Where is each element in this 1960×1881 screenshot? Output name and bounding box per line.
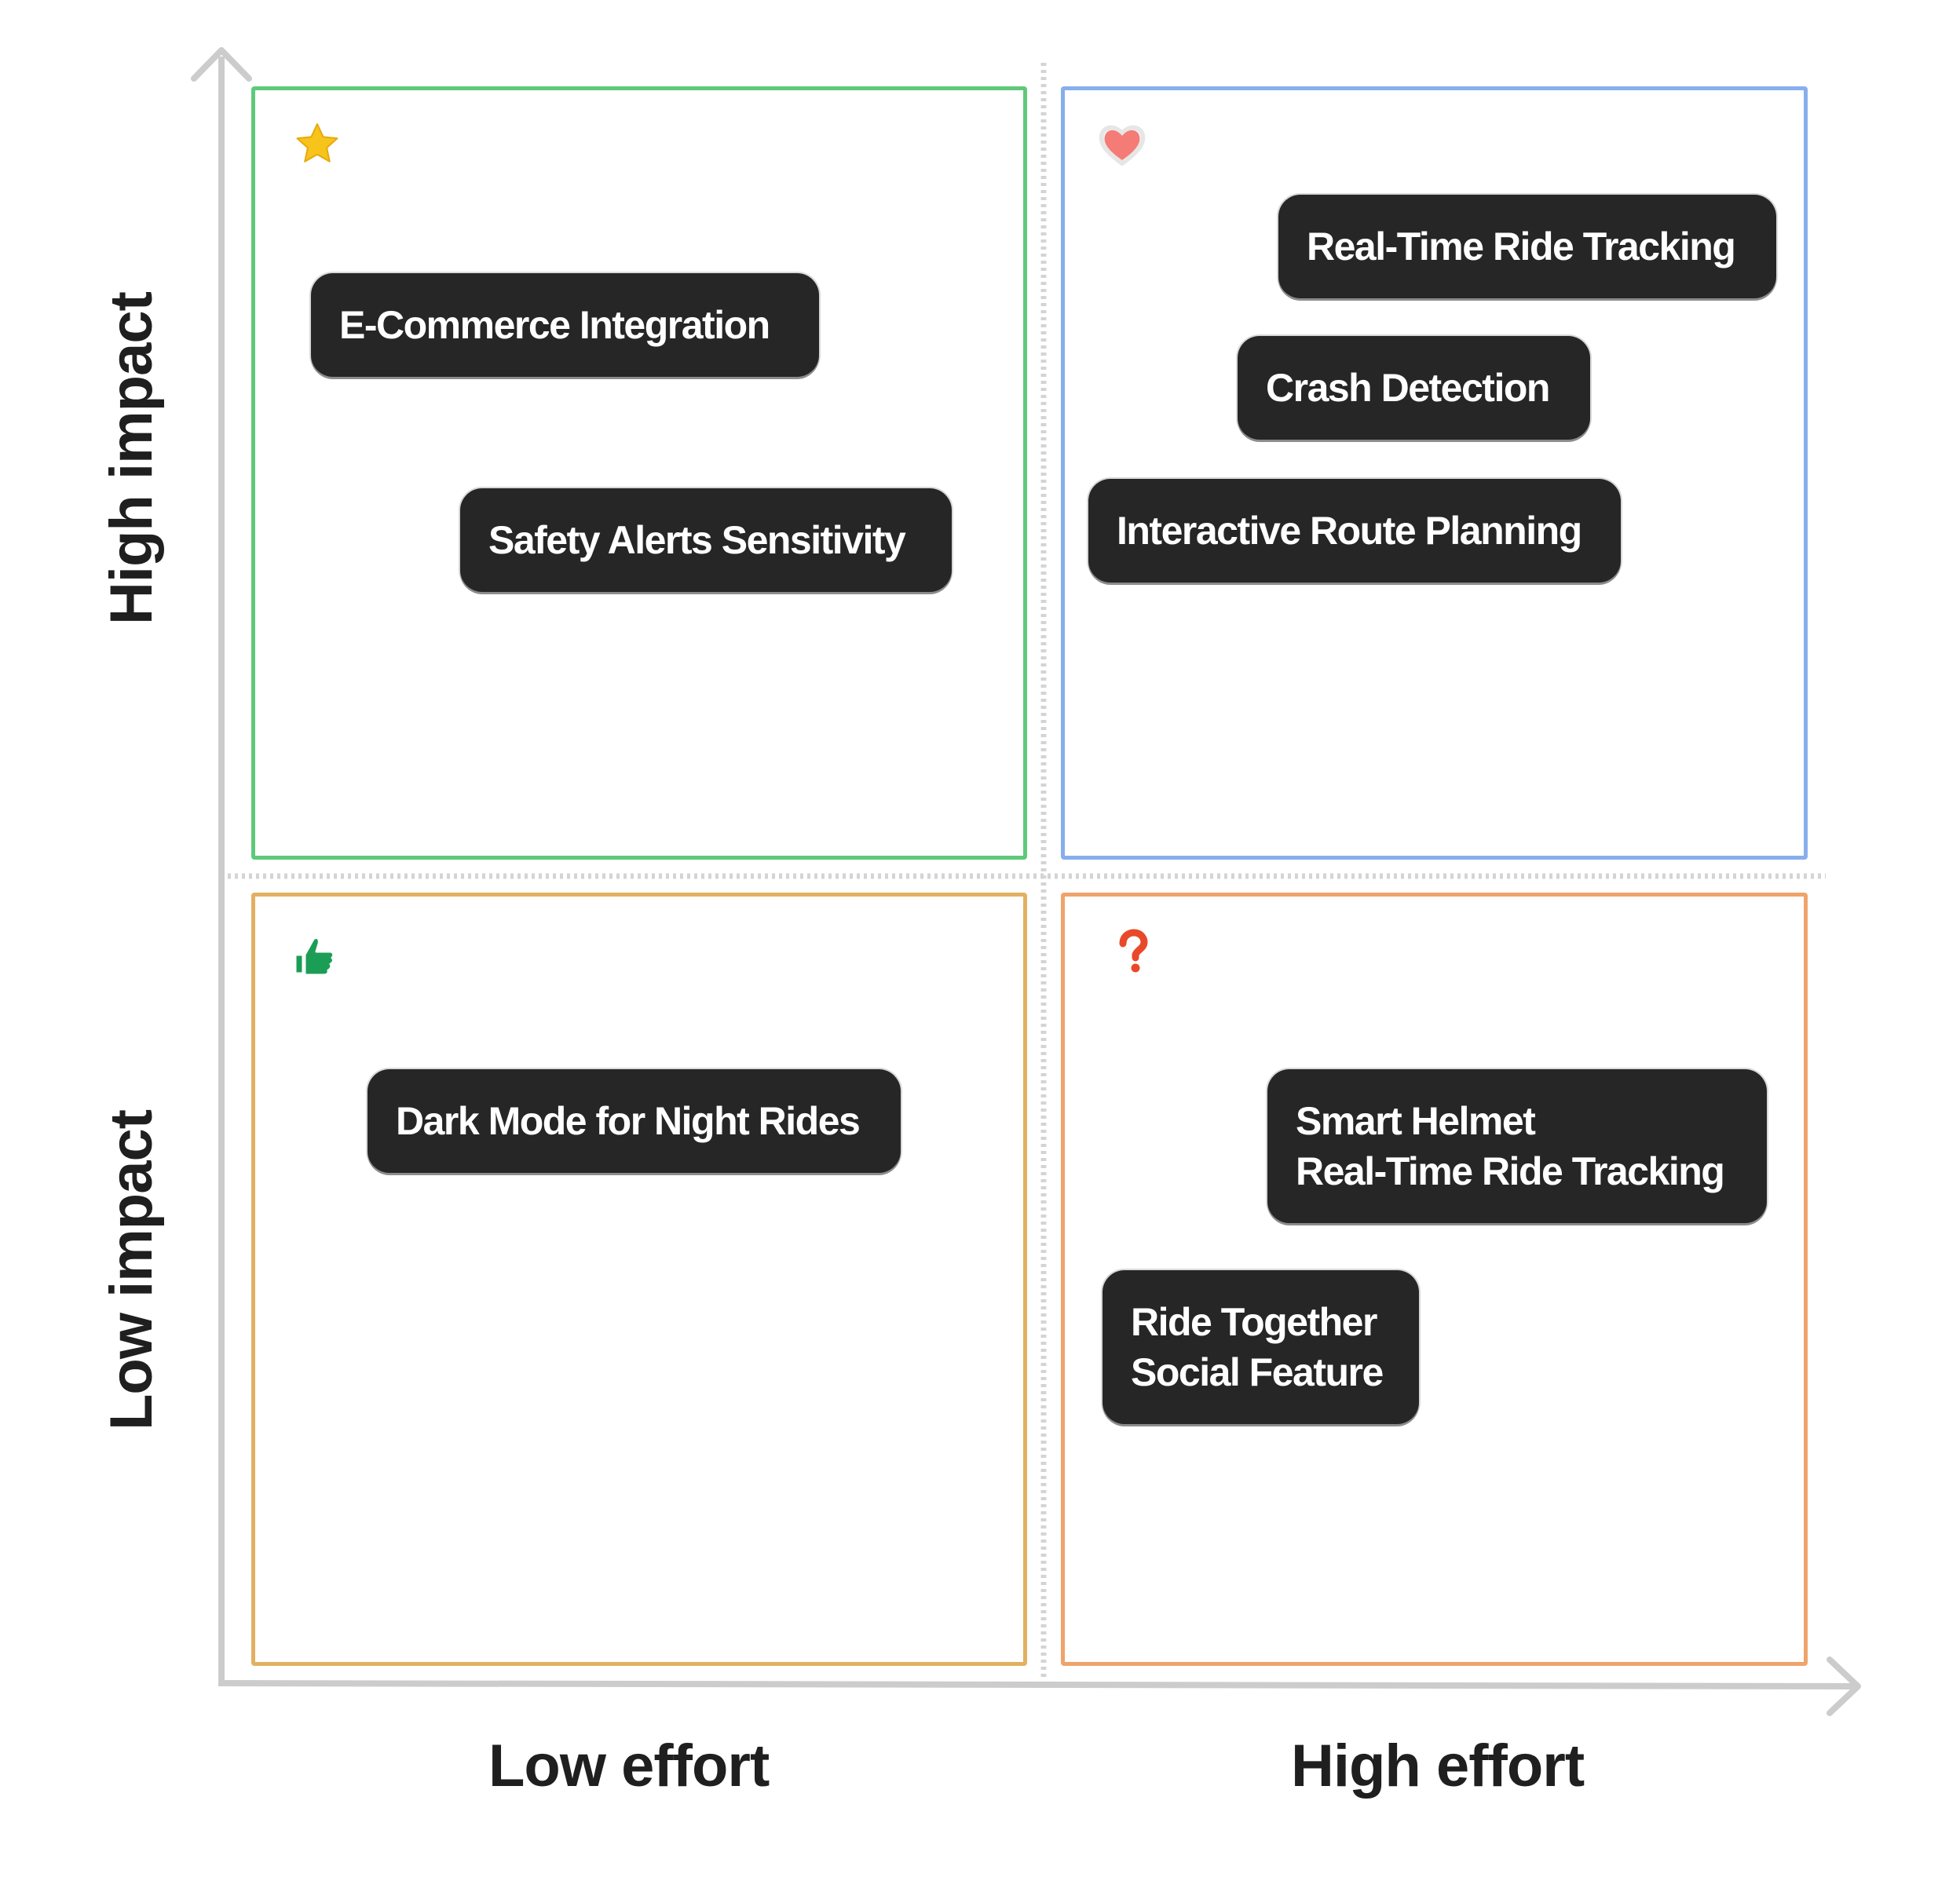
item-label-line1: Smart Helmet [1296, 1099, 1536, 1143]
heart-icon [1099, 125, 1146, 166]
item-label: Dark Mode for Night Rides [396, 1099, 861, 1143]
item-label: Interactive Route Planning [1117, 509, 1582, 553]
item-smart-helmet-tracking[interactable]: Smart Helmet Real-Time Ride Tracking [1267, 1069, 1767, 1223]
x-axis-line [218, 1680, 1854, 1689]
item-label: Crash Detection [1266, 366, 1550, 410]
item-ride-together-social[interactable]: Ride Together Social Feature [1102, 1270, 1419, 1424]
item-label: Real-Time Ride Tracking [1307, 225, 1736, 268]
y-axis-label-high-impact: High impact [98, 292, 165, 625]
quadrant-low-impact-low-effort [251, 893, 1027, 1666]
x-axis-label-low-effort: Low effort [488, 1733, 770, 1799]
item-label-line1: Ride Together [1131, 1300, 1377, 1344]
item-ecommerce-integration[interactable]: E-Commerce Integration [311, 273, 819, 377]
x-axis-arrowhead [1827, 1656, 1861, 1716]
item-label-line2: Social Feature [1131, 1350, 1384, 1394]
question-mark-icon [1117, 926, 1150, 974]
quadrant-high-impact-low-effort [251, 86, 1027, 860]
thumbs-up-icon [294, 937, 335, 977]
item-label: E-Commerce Integration [339, 303, 770, 347]
item-safety-alerts-sensitivity[interactable]: Safety Alerts Sensitivity [460, 488, 952, 592]
item-label-line2: Real-Time Ride Tracking [1296, 1149, 1725, 1193]
y-axis-label-low-impact: Low impact [98, 1109, 165, 1430]
star-icon [294, 121, 341, 165]
item-crash-detection[interactable]: Crash Detection [1238, 336, 1590, 440]
item-label: Safety Alerts Sensitivity [488, 518, 906, 562]
item-interactive-route-planning[interactable]: Interactive Route Planning [1088, 479, 1621, 583]
y-axis-arrowhead [191, 47, 252, 82]
item-dark-mode-night-rides[interactable]: Dark Mode for Night Rides [368, 1069, 901, 1173]
item-real-time-ride-tracking[interactable]: Real-Time Ride Tracking [1278, 195, 1776, 298]
x-axis-label-high-effort: High effort [1291, 1733, 1585, 1799]
